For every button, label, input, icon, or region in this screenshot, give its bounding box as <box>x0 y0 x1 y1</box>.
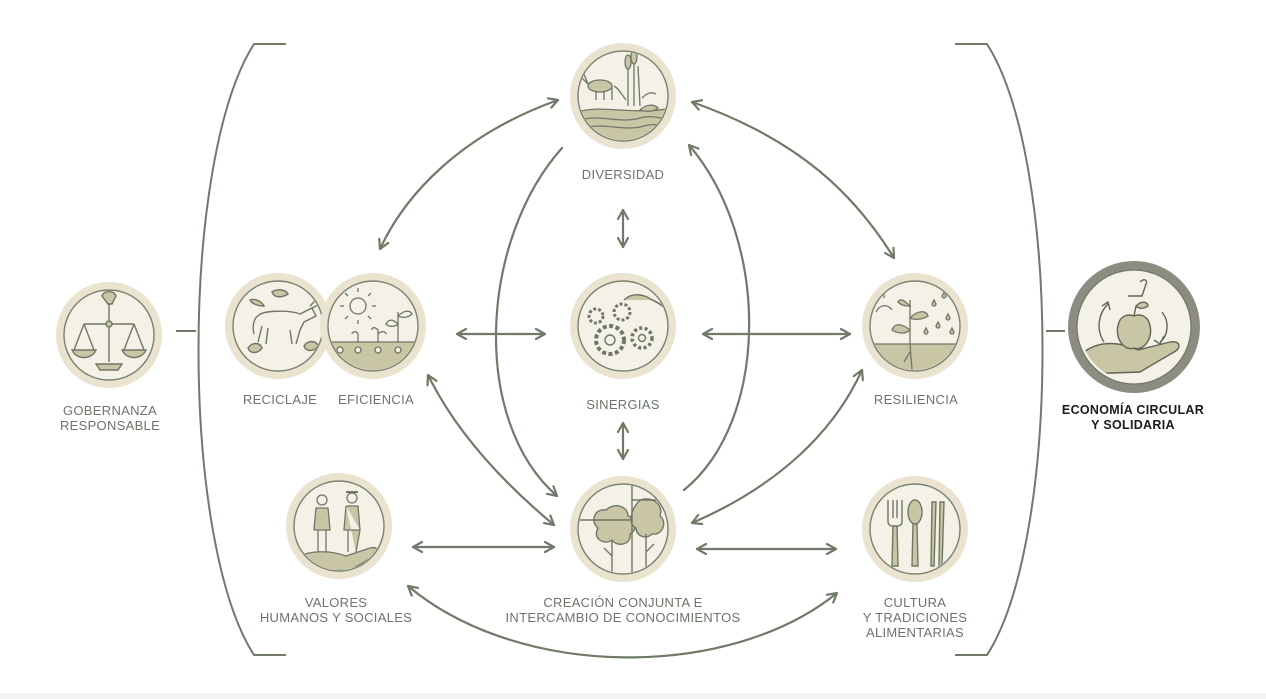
node-economia <box>1068 261 1200 393</box>
node-reciclaje <box>225 273 331 379</box>
arrow-resiliencia-creacion <box>692 370 862 523</box>
label-line: ALIMENTARIAS <box>863 625 968 640</box>
label-line: HUMANOS Y SOCIALES <box>260 610 412 625</box>
label-line: Y TRADICIONES <box>863 610 968 625</box>
arrow-diversidad-reciclaje <box>380 100 558 249</box>
label-gobernanza: GOBERNANZA RESPONSABLE <box>60 403 160 433</box>
node-cultura <box>862 476 968 582</box>
label-line: GOBERNANZA <box>60 403 160 418</box>
node-valores <box>286 473 392 579</box>
arrow-creacion-diversidad-right <box>684 145 749 490</box>
label-eficiencia: EFICIENCIA <box>338 392 414 407</box>
node-resiliencia <box>862 273 968 379</box>
node-diversidad <box>570 43 676 149</box>
arrow-diversidad-creacion-left <box>496 148 562 496</box>
node-eficiencia <box>320 273 426 379</box>
label-line: INTERCAMBIO DE CONOCIMIENTOS <box>506 610 741 625</box>
label-line: EFICIENCIA <box>338 392 414 407</box>
label-line: CREACIÓN CONJUNTA E <box>506 595 741 610</box>
label-line: RESILIENCIA <box>874 392 958 407</box>
label-creacion: CREACIÓN CONJUNTA E INTERCAMBIO DE CONOC… <box>506 595 741 625</box>
arrow-eficiencia-creacion <box>428 375 554 525</box>
node-sinergias <box>570 273 676 379</box>
label-line: RECICLAJE <box>243 392 317 407</box>
label-sinergias: SINERGIAS <box>586 397 660 412</box>
label-line: Y SOLIDARIA <box>1062 418 1204 433</box>
right-bracket <box>955 44 1065 655</box>
label-cultura: CULTURA Y TRADICIONES ALIMENTARIAS <box>863 595 968 640</box>
label-line: SINERGIAS <box>586 397 660 412</box>
label-line: CULTURA <box>863 595 968 610</box>
label-line: ECONOMÍA CIRCULAR <box>1062 403 1204 418</box>
node-creacion <box>570 476 676 582</box>
label-valores: VALORES HUMANOS Y SOCIALES <box>260 595 412 625</box>
label-diversidad: DIVERSIDAD <box>582 167 664 182</box>
label-line: RESPONSABLE <box>60 418 160 433</box>
label-line: DIVERSIDAD <box>582 167 664 182</box>
label-reciclaje: RECICLAJE <box>243 392 317 407</box>
arrow-diversidad-resiliencia <box>692 102 894 258</box>
node-gobernanza <box>56 282 162 388</box>
label-resiliencia: RESILIENCIA <box>874 392 958 407</box>
label-line: VALORES <box>260 595 412 610</box>
label-economia: ECONOMÍA CIRCULAR Y SOLIDARIA <box>1062 403 1204 433</box>
bottom-strip <box>0 693 1266 699</box>
